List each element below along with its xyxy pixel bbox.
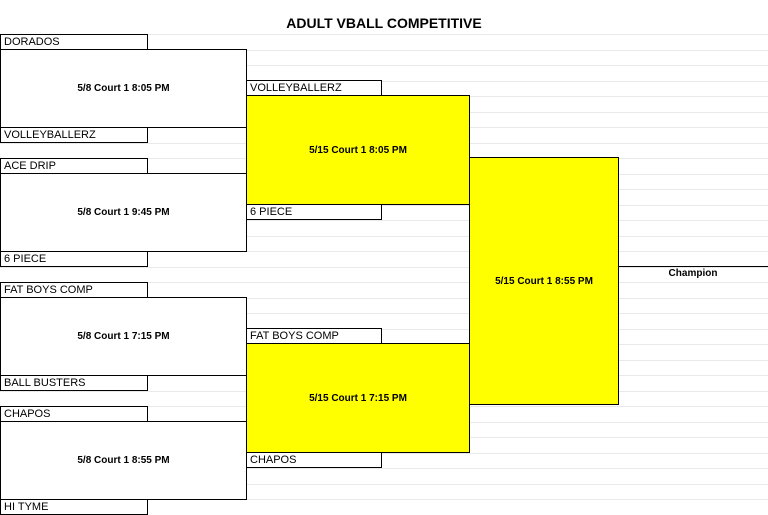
- r1-team-slot-7: CHAPOS: [0, 406, 148, 422]
- champion-line: [618, 266, 768, 267]
- r1-team-slot-4: 6 PIECE: [0, 251, 148, 267]
- r1-team-slot-5: FAT BOYS COMP: [0, 282, 148, 298]
- r2-game-box-2: 5/15 Court 1 7:15 PM: [246, 343, 470, 453]
- r1-game-box-1: 5/8 Court 1 8:05 PM: [0, 49, 247, 128]
- r1-team-slot-6: BALL BUSTERS: [0, 375, 148, 391]
- r2-game-box-1: 5/15 Court 1 8:05 PM: [246, 95, 470, 205]
- r2-team-slot-4: CHAPOS: [246, 452, 382, 468]
- r1-game-label-2: 5/8 Court 1 9:45 PM: [77, 207, 170, 218]
- r1-team-slot-2: VOLLEYBALLERZ: [0, 127, 148, 143]
- r1-game-box-4: 5/8 Court 1 8:55 PM: [0, 421, 247, 500]
- r2-team-slot-3: FAT BOYS COMP: [246, 328, 382, 344]
- final-game-box: 5/15 Court 1 8:55 PM: [469, 157, 619, 405]
- r1-game-label-4: 5/8 Court 1 8:55 PM: [77, 455, 170, 466]
- r1-team-slot-1: DORADOS: [0, 34, 148, 50]
- r1-game-label-1: 5/8 Court 1 8:05 PM: [77, 83, 170, 94]
- r2-team-slot-2: 6 PIECE: [246, 204, 382, 220]
- r2-team-slot-1: VOLLEYBALLERZ: [246, 80, 382, 96]
- bracket-title: ADULT VBALL COMPETITIVE: [286, 15, 482, 31]
- r1-team-slot-8: HI TYME: [0, 499, 148, 515]
- r1-team-slot-3: ACE DRIP: [0, 158, 148, 174]
- r1-game-box-3: 5/8 Court 1 7:15 PM: [0, 297, 247, 376]
- r2-game-label-2: 5/15 Court 1 7:15 PM: [309, 392, 407, 404]
- r1-game-label-3: 5/8 Court 1 7:15 PM: [77, 331, 170, 342]
- champion-label: Champion: [668, 268, 718, 279]
- r1-game-box-2: 5/8 Court 1 9:45 PM: [0, 173, 247, 252]
- final-game-label: 5/15 Court 1 8:55 PM: [495, 275, 593, 287]
- r2-game-label-1: 5/15 Court 1 8:05 PM: [309, 144, 407, 156]
